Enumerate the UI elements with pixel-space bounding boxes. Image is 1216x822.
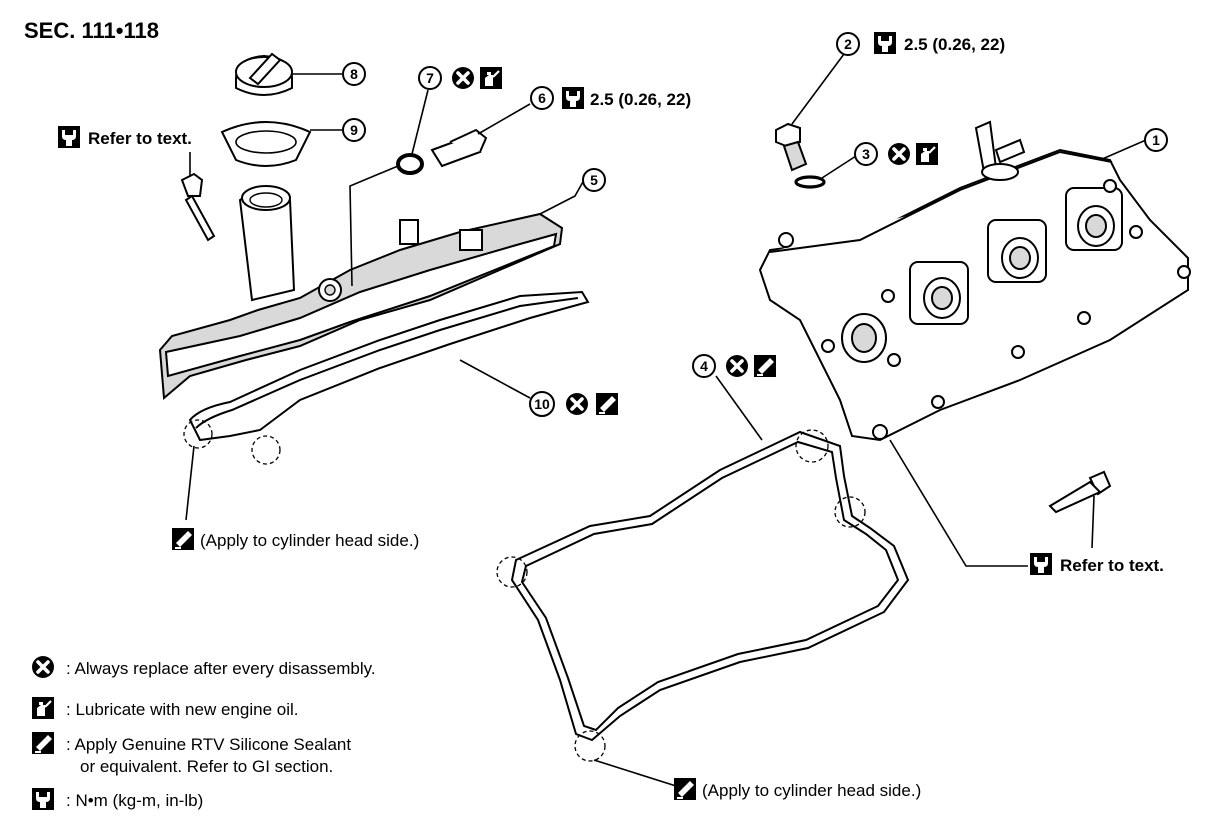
legend: : Always replace after every disassembly… <box>30 654 376 810</box>
legend-sealant-line1: : Apply Genuine RTV Silicone Sealant <box>66 735 351 754</box>
left-bolt <box>180 172 216 242</box>
torque-wrench-icon <box>874 32 896 54</box>
torque-wrench-icon <box>562 87 584 109</box>
legend-lubricate: : Lubricate with new engine oil. <box>66 700 298 719</box>
oil-can-icon <box>478 65 504 91</box>
replace-x-icon <box>30 654 56 680</box>
rocker-gasket-left <box>188 290 590 442</box>
rocker-cover-left <box>158 185 564 401</box>
replace-x-icon <box>450 65 476 91</box>
left-gasket-callout: (Apply to cylinder head side.) <box>200 531 419 550</box>
part-number-8: 8 <box>342 62 366 86</box>
svg-text:9: 9 <box>350 122 358 138</box>
section-code: SEC. 111•118 <box>24 18 159 43</box>
svg-text:8: 8 <box>350 66 358 82</box>
sealant-tube-icon <box>31 731 55 755</box>
part-number-6: 6 <box>530 86 554 110</box>
right-bolt-torque-note: Refer to text. <box>1060 556 1164 575</box>
sealant-tube-icon <box>171 527 195 551</box>
oil-filler-cap <box>235 52 293 96</box>
part-number-9: 9 <box>342 118 366 142</box>
svg-text:4: 4 <box>700 358 708 374</box>
replace-x-icon <box>724 353 750 379</box>
part6-torque-value: 2.5 (0.26, 22) <box>590 90 691 109</box>
legend-replace: : Always replace after every disassembly… <box>66 659 376 678</box>
sealant-tube-icon <box>673 777 697 801</box>
replace-x-icon <box>886 141 912 167</box>
torque-wrench-icon <box>32 788 54 810</box>
left-bolt-torque-note: Refer to text. <box>88 129 192 148</box>
svg-text:5: 5 <box>590 172 598 188</box>
right-gasket-callout: (Apply to cylinder head side.) <box>702 781 921 800</box>
legend-torque-unit: : N•m (kg-m, in-lb) <box>66 791 203 810</box>
rocker-gasket-right <box>510 430 910 742</box>
rocker-cover-right <box>758 120 1191 442</box>
torque-wrench-icon <box>1030 553 1052 575</box>
part-number-3: 3 <box>854 142 878 166</box>
svg-text:10: 10 <box>534 396 550 412</box>
legend-sealant-line2: or equivalent. Refer to GI section. <box>80 757 333 776</box>
part2-torque-value: 2.5 (0.26, 22) <box>904 35 1005 54</box>
oil-can-icon <box>914 141 940 167</box>
part-number-2: 2 <box>836 32 860 56</box>
sealant-tube-icon <box>595 392 619 416</box>
sensor-part6 <box>430 128 488 168</box>
part-number-4: 4 <box>692 354 716 378</box>
o-ring-part7 <box>396 153 424 175</box>
right-bolt <box>1048 470 1112 514</box>
svg-text:1: 1 <box>1152 132 1160 148</box>
svg-text:2: 2 <box>844 36 852 52</box>
torque-wrench-icon <box>58 126 80 148</box>
pcv-valve <box>775 122 808 172</box>
svg-text:7: 7 <box>426 70 434 86</box>
filler-seal <box>220 121 312 167</box>
part-number-10: 10 <box>529 391 555 417</box>
part-number-1: 1 <box>1144 128 1168 152</box>
svg-text:6: 6 <box>538 90 546 106</box>
o-ring-part3 <box>794 175 826 189</box>
svg-text:3: 3 <box>862 146 870 162</box>
sealant-tube-icon <box>753 354 777 378</box>
part-number-5: 5 <box>582 168 606 192</box>
part-number-7: 7 <box>418 66 442 90</box>
replace-x-icon <box>564 391 590 417</box>
oil-can-icon <box>30 695 56 721</box>
